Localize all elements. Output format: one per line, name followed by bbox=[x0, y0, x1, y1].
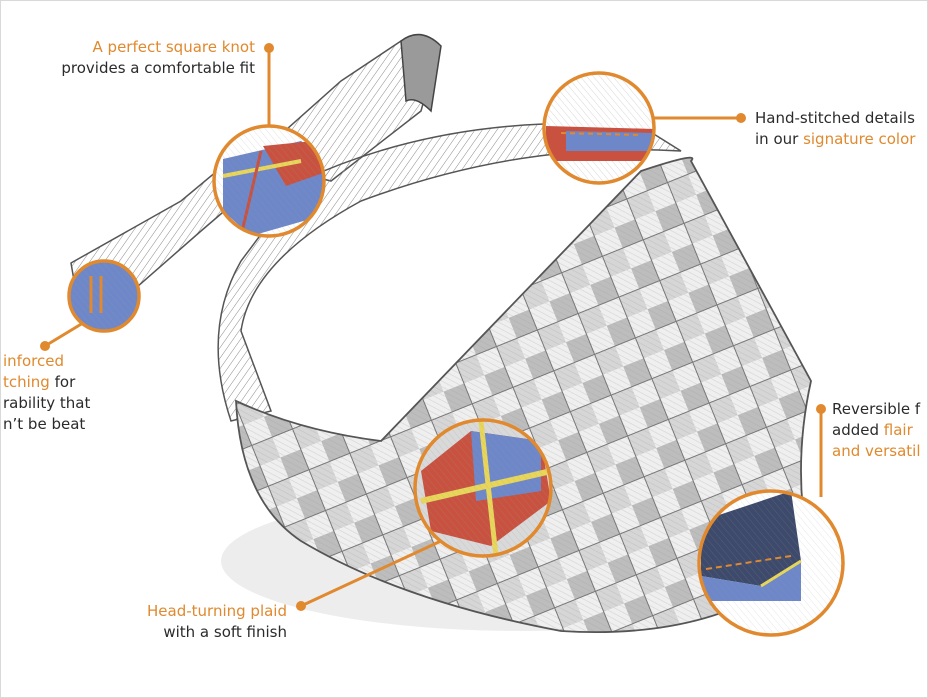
reinforced-callout-line4: n’t be beat bbox=[3, 415, 86, 433]
knot-leader-dot bbox=[264, 43, 274, 53]
stitch-callout-text: in our signature color bbox=[755, 129, 915, 150]
reinforced-callout-line2: tching for bbox=[3, 372, 90, 393]
reversible-callout-accent: flair bbox=[883, 421, 913, 439]
reinforced-callout-accent: tching bbox=[3, 373, 50, 391]
plaid-leader-dot bbox=[296, 601, 306, 611]
knot-callout-title: A perfect square knot bbox=[92, 38, 255, 56]
reversible-callout-prefix: added bbox=[832, 421, 884, 439]
collar-band bbox=[217, 122, 682, 422]
stitch-callout-prefix: in our bbox=[755, 130, 804, 148]
reversible-leader-dot bbox=[816, 404, 826, 414]
reversible-callout: Reversible f added flair and versatil bbox=[832, 399, 920, 462]
reversible-callout-line2: added flair bbox=[832, 420, 920, 441]
reversible-callout-title: Reversible f bbox=[832, 400, 921, 418]
stitch-callout-accent: signature color bbox=[803, 130, 916, 148]
plaid-callout-text: with a soft finish bbox=[163, 623, 287, 641]
knot-magnifier bbox=[212, 124, 326, 238]
plaid-magnifier bbox=[413, 418, 553, 558]
knot-callout-text: provides a comfortable fit bbox=[61, 59, 255, 77]
stitch-callout-title: Hand-stitched details bbox=[755, 109, 915, 127]
reversible-callout-line3: and versatil bbox=[832, 442, 921, 460]
reinforced-leader-line bbox=[44, 321, 84, 348]
knot-callout: A perfect square knot provides a comfort… bbox=[41, 37, 255, 79]
reinforced-magnifier bbox=[67, 259, 141, 333]
tie-end bbox=[400, 33, 442, 113]
reinforced-leader-dot bbox=[40, 341, 50, 351]
stitch-magnifier bbox=[542, 71, 656, 185]
plaid-callout: Head-turning plaid with a soft finish bbox=[101, 601, 287, 643]
reinforced-callout: inforced tching for rability that n’t be… bbox=[3, 351, 90, 435]
plaid-leader-line bbox=[300, 539, 442, 608]
plaid-callout-title: Head-turning plaid bbox=[147, 602, 287, 620]
stitch-callout: Hand-stitched details in our signature c… bbox=[755, 108, 915, 150]
reversible-magnifier bbox=[697, 489, 845, 637]
reinforced-callout-title: inforced bbox=[3, 352, 64, 370]
stitch-leader-dot bbox=[736, 113, 746, 123]
reinforced-callout-line3: rability that bbox=[3, 394, 91, 412]
reinforced-callout-rest: for bbox=[49, 373, 76, 391]
